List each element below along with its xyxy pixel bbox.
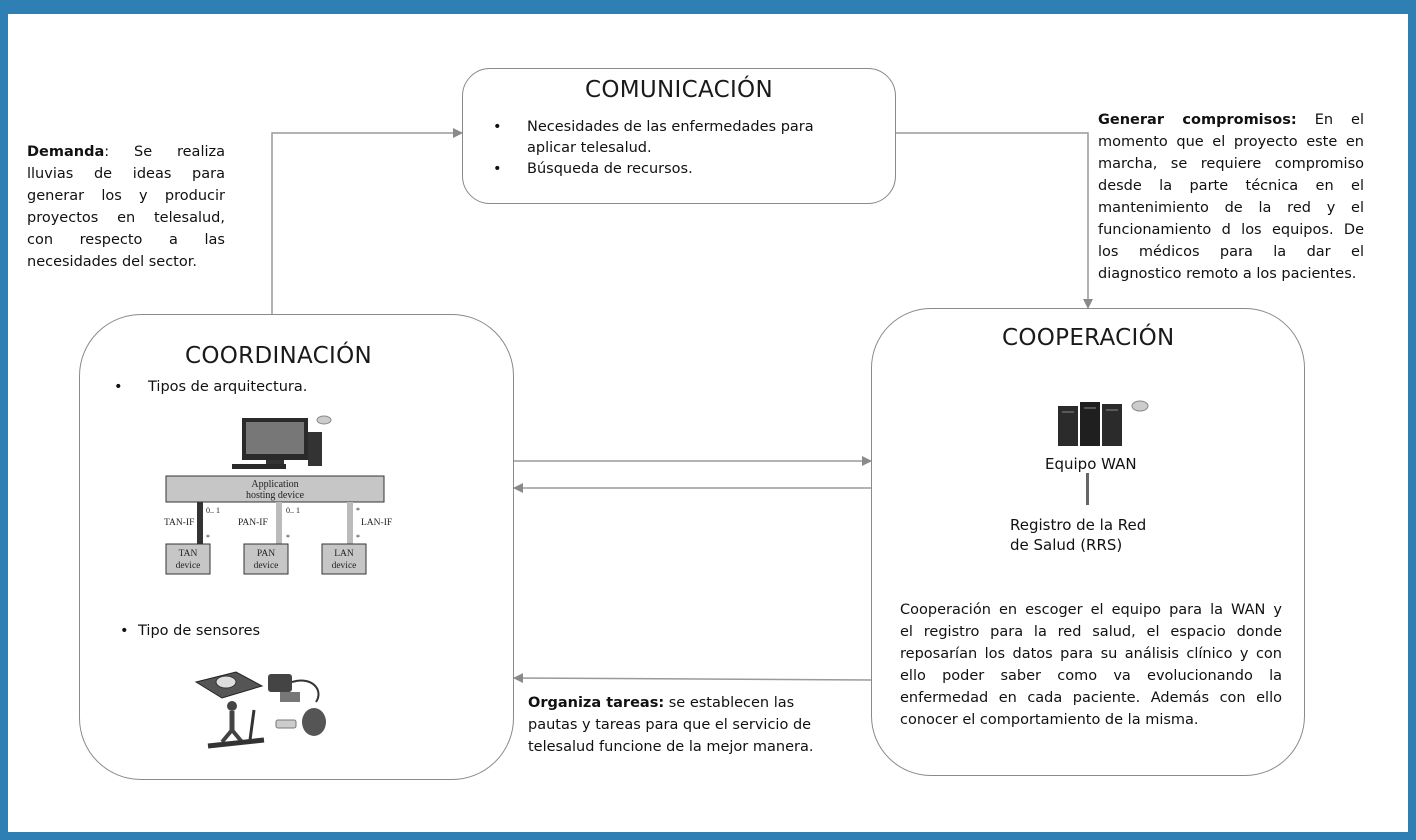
coordinacion-bullet-sensores-list: Tipo de sensores (120, 621, 480, 642)
compromisos-text: Generar compromisos: En el momento que e… (1098, 109, 1364, 285)
organiza-line-1: se establecen las (664, 695, 795, 711)
glucometer-icon (275, 708, 326, 736)
cooperacion-line-5: enfermedad en cada paciente. Además con … (900, 690, 1282, 706)
cooperacion-title: COOPERACIÓN (1002, 325, 1175, 351)
lan-device-label-1: LAN (334, 549, 354, 559)
demanda-line-5: con respecto a las (27, 232, 225, 248)
multiplicity-star-3: * (356, 506, 360, 515)
organiza-label: Organiza tareas: (528, 695, 665, 711)
compromisos-line-6: funcionamiento d los equipos. De (1098, 222, 1364, 238)
demanda-label: Demanda (27, 144, 105, 160)
compromisos-line-3: marcha, se requiere compromiso (1098, 156, 1364, 172)
pan-device-box (243, 543, 289, 575)
tan-if-label: TAN-IF (164, 518, 194, 528)
compromisos-line-7: los médicos para la dar el (1098, 244, 1364, 260)
blood-pressure-monitor-icon (268, 674, 320, 703)
organiza-text: Organiza tareas: se establecen las pauta… (528, 692, 858, 758)
tan-device-label-1: TAN (179, 549, 198, 559)
server-icon (1058, 400, 1149, 446)
multiplicity-star-2: * (286, 533, 290, 542)
coordinacion-title: COORDINACIÓN (185, 343, 373, 369)
organiza-line-3: telesalud funcione de la mejor manera. (528, 739, 814, 755)
app-label-1: Application (251, 479, 298, 490)
pan-device-label-1: PAN (257, 549, 275, 559)
comunicacion-bullets: Necesidades de las enfermedades para apl… (493, 117, 863, 180)
multiplicity-star-1: * (206, 533, 210, 542)
coordinacion-bullet-arquitectura: Tipos de arquitectura. (114, 377, 474, 398)
compromisos-line-8: diagnostico remoto a los pacientes. (1098, 266, 1357, 282)
registro-line-2: de Salud (RRS) (1010, 536, 1123, 554)
arrow-coordinacion-to-comunicacion (271, 128, 463, 316)
demanda-line-2: lluvias de ideas para (27, 166, 225, 182)
tan-device-box (165, 543, 211, 575)
demanda-line-6: necesidades del sector. (27, 254, 197, 270)
compromisos-line-2: momento que el proyecto este en (1098, 134, 1364, 150)
coordinacion-bullet-sensores: Tipo de sensores (120, 621, 480, 642)
scale-icon (194, 671, 264, 699)
demanda-text: Demanda: Se realiza lluvias de ideas par… (27, 141, 225, 273)
cooperacion-description: Cooperación en escoger el equipo para la… (900, 599, 1282, 731)
multiplicity-2: 0.. 1 (286, 506, 300, 515)
coordinacion-bullet-arquitectura-list: Tipos de arquitectura. (114, 377, 474, 398)
cooperacion-equipo-label: Equipo WAN (1045, 455, 1137, 473)
cooperacion-registro-label: Registro de la Red de Salud (RRS) (1010, 515, 1146, 555)
lan-device-label-2: device (332, 561, 357, 571)
cooperacion-line-4: ello poder saber como va evolucionando l… (900, 668, 1282, 684)
cooperacion-line-3: reposarían los datos para su análisis cl… (900, 646, 1282, 662)
application-hosting-device (165, 475, 385, 503)
demanda-line-4: proyectos en telesalud, (27, 210, 225, 226)
tan-device-label-2: device (176, 561, 201, 571)
comunicacion-bullet-necesidades: Necesidades de las enfermedades para apl… (493, 117, 863, 159)
cooperacion-line-1: Cooperación en escoger el equipo para la… (900, 602, 1282, 618)
cooperacion-line-2: el registro para la red salud, el espaci… (900, 624, 1282, 640)
tan-if-link (197, 502, 203, 544)
comunicacion-title: COMUNICACIÓN (585, 77, 773, 103)
multiplicity-star-4: * (356, 533, 360, 542)
computer-icon (232, 415, 332, 469)
pan-if-link (276, 502, 282, 544)
registro-line-1: Registro de la Red (1010, 516, 1147, 534)
app-label-2: hosting device (246, 490, 305, 501)
architecture-diagram: Application hosting device TAN-IF PAN-IF… (164, 415, 392, 575)
equipo-registro-connector (1086, 473, 1089, 505)
arrow-comunicacion-to-cooperacion (896, 132, 1093, 309)
treadmill-icon (207, 701, 265, 749)
pan-if-label: PAN-IF (238, 518, 268, 528)
demanda-line-1: : Se realiza (104, 144, 225, 160)
lan-device-box (321, 543, 367, 575)
coordinacion-box: COORDINACIÓN Tipos de arquitectura. Tipo… (79, 314, 514, 780)
compromisos-line-1: En el (1314, 112, 1364, 128)
cooperacion-line-6: conocer el comportamiento de la misma. (900, 712, 1199, 728)
compromisos-line-4: desde la parte técnica en el (1098, 178, 1364, 194)
demanda-line-3: generar los y producir (27, 188, 225, 204)
lan-if-label: LAN-IF (361, 518, 392, 528)
compromisos-label: Generar compromisos: (1098, 112, 1297, 128)
cooperacion-box: COOPERACIÓN Equipo WAN Registro de la Re… (871, 308, 1305, 776)
arrow-cooperacion-to-coordinacion-lower (513, 673, 872, 684)
lan-if-link (347, 502, 353, 544)
sensors-image (194, 671, 326, 749)
organiza-line-2: pautas y tareas para que el servicio de (528, 717, 812, 733)
multiplicity-1: 0.. 1 (206, 506, 220, 515)
comunicacion-box: COMUNICACIÓN Necesidades de las enfermed… (462, 68, 896, 204)
comunicacion-bullet-recursos: Búsqueda de recursos. (493, 159, 863, 180)
pan-device-label-2: device (254, 561, 279, 571)
compromisos-line-5: mantenimiento de la red y el (1098, 200, 1364, 216)
